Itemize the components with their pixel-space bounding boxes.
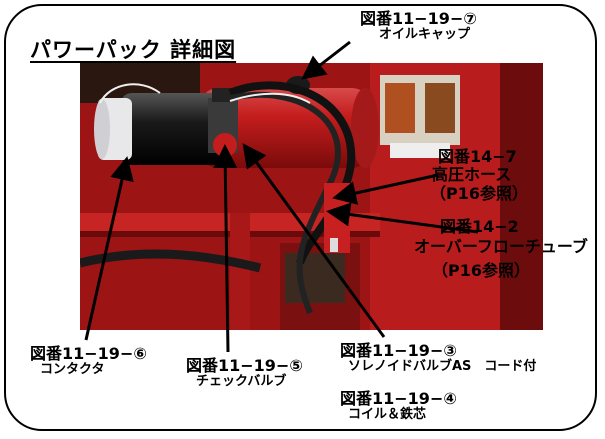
- high-pressure-hose-code: 図番14−7: [438, 147, 517, 166]
- high-pressure-hose-ref: （P16参照）: [430, 183, 528, 203]
- coil-core-name: コイル＆鉄芯: [348, 407, 427, 423]
- oil-cap-name: オイルキャップ: [378, 27, 470, 43]
- overflow-tube-code: 図番14−2: [440, 217, 519, 236]
- check-valve-code: 図番11−19−⑤: [186, 356, 303, 375]
- solenoid-valve-code: 図番11−19−③: [340, 341, 457, 360]
- high-pressure-hose-label: 図番14−7 高圧ホース （P16参照）: [430, 147, 528, 203]
- overflow-tube-ref: （P16参照）: [432, 261, 530, 280]
- overflow-tube-label: 図番14−2: [440, 217, 519, 236]
- contactor-name: コンタクタ: [40, 362, 105, 378]
- page-title: パワーパック 詳細図: [30, 38, 237, 62]
- high-pressure-hose-name: 高圧ホース: [432, 165, 512, 185]
- coil-core-label: 図番11−19−④ コイル＆鉄芯: [340, 389, 457, 423]
- oil-cap-code: 図番11−19−⑦: [360, 9, 477, 28]
- overflow-tube-name: オーバーフローチューブ: [414, 237, 588, 256]
- contactor-label: 図番11−19−⑥ コンタクタ: [30, 344, 147, 378]
- solenoid-valve-label: 図番11−19−③ ソレノイドバルブAS コード付: [340, 341, 537, 375]
- coil-core-code: 図番11−19−④: [340, 389, 457, 408]
- contactor-code: 図番11−19−⑥: [30, 344, 147, 363]
- check-valve-name: チェックバルブ: [196, 374, 287, 390]
- oil-cap-label: 図番11−19−⑦ オイルキャップ: [360, 9, 477, 43]
- check-valve-label: 図番11−19−⑤ チェックバルブ: [186, 356, 303, 390]
- solenoid-valve-name: ソレノイドバルブAS コード付: [348, 359, 537, 375]
